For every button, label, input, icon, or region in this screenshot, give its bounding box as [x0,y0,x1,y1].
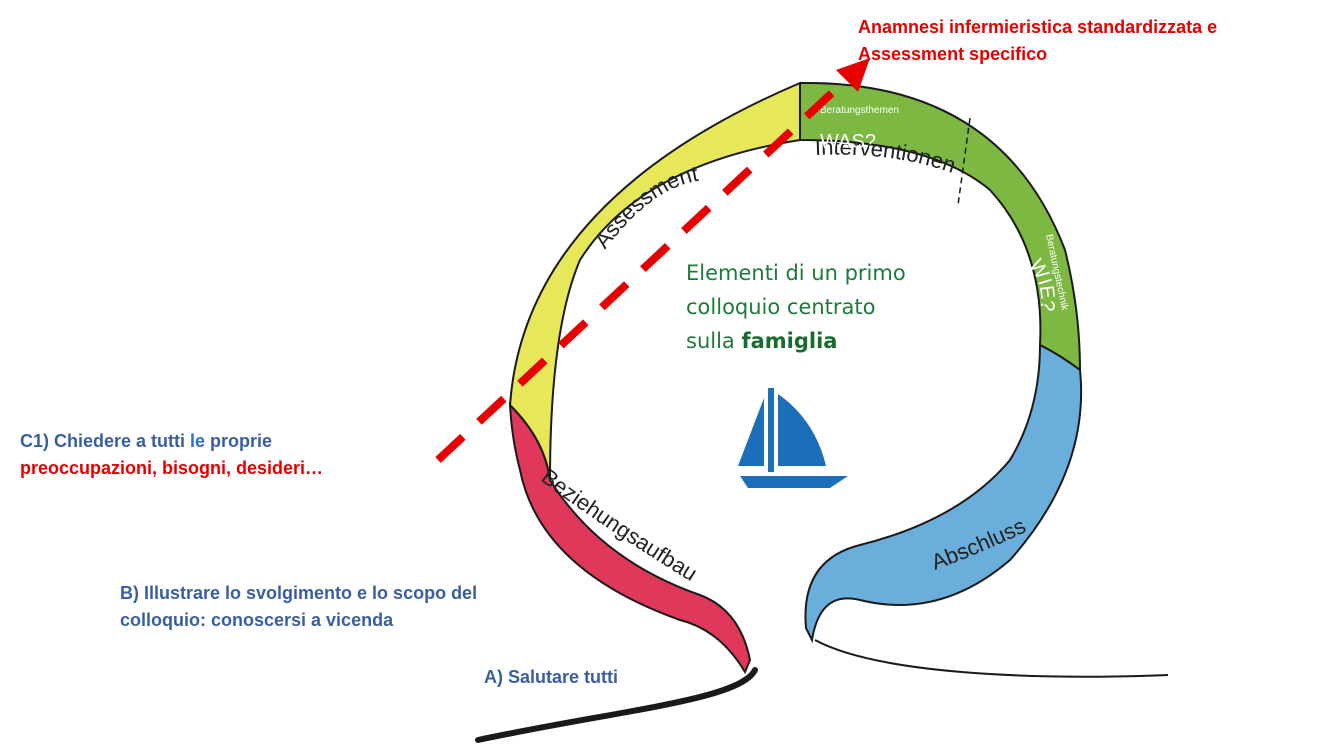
center-line-1: Elementi di un primo [686,261,906,285]
step-b-line-1: B) Illustrare lo svolgimento e lo scopo … [120,580,477,607]
ribbon-tail-left [475,667,758,743]
anamnesi-note: Anamnesi infermieristica standardizzata … [858,14,1217,68]
dashed-arrow [435,75,851,463]
ribbon-tail-right [814,639,1169,678]
segment-beziehungsaufbau [508,402,752,675]
step-c1-line-2: preoccupazioni, bisogni, desideri… [20,458,324,478]
step-a: A) Salutare tutti [484,667,619,687]
label-was: WAS? [820,131,876,153]
sailboat-icon [738,388,848,488]
label-beratungsthemen: Beratungsthemen [820,105,899,116]
center-line-3-pre: sulla [686,329,742,353]
step-c1-text-a: C1) Chiedere a tutti [20,431,191,451]
step-b-text-b: e lo scopo del [352,583,478,603]
step-c1-text-b: le [190,431,206,451]
step-b-line-2: colloquio: conoscersi a vicenda [120,610,394,630]
step-b-text-a: B) Illustrare lo svolgimento [120,583,353,603]
segment-abschluss [804,343,1083,644]
step-c1-line-1: C1) Chiedere a tutti le proprie [20,428,323,455]
step-b: B) Illustrare lo svolgimento e lo scopo … [120,580,477,634]
center-title: Elementi di un primo colloquio centrato … [686,256,926,358]
center-line-2: colloquio centrato [686,295,876,319]
center-bold-famiglia: famiglia [741,329,838,353]
interventionen-divider [957,117,971,206]
step-c1: C1) Chiedere a tutti le proprie preoccup… [20,428,323,482]
center-line-3: sulla famiglia [686,324,926,358]
anamnesi-line-1: Anamnesi infermieristica standardizzata … [858,17,1218,37]
segment-assessment [508,81,801,481]
anamnesi-line-2: Assessment specifico [858,44,1048,64]
arrow-head [836,58,870,92]
step-c1-text-c: proprie [205,431,273,451]
